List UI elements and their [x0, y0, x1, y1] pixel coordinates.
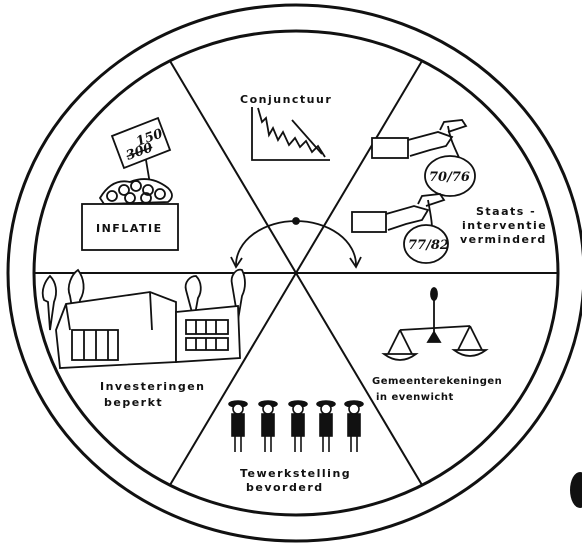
- outer-ring: [6, 3, 582, 543]
- inflation-price-sign: [81, 116, 179, 251]
- spoke-top-left: [169, 60, 297, 274]
- inflatie-label: INFLATIE: [96, 222, 163, 235]
- workers-row: [228, 400, 364, 452]
- balance-scale-icon: [381, 287, 489, 361]
- staatsinterventie-line1: Staats -: [476, 205, 536, 218]
- investeringen-line1: Investeringen: [100, 380, 206, 393]
- gemeenterekeningen-line2: in evenwicht: [376, 392, 454, 403]
- investeringen-line2: beperkt: [104, 396, 163, 409]
- hand-money-bag-bottom: [351, 193, 449, 264]
- conjunctuur-graph: [251, 107, 330, 161]
- conjunctuur-label: Conjunctuur: [240, 93, 332, 106]
- bag-label-bottom: 77/82: [408, 238, 449, 253]
- bag-label-top: 70/76: [429, 170, 470, 185]
- staatsinterventie-line2: interventie: [462, 219, 547, 232]
- spoke-bottom-right: [295, 272, 423, 486]
- spoke-bottom-left: [169, 272, 297, 486]
- gemeenterekeningen-line1: Gemeenterekeningen: [372, 376, 502, 387]
- tewerkstelling-line1: Tewerkstelling: [240, 467, 351, 480]
- staatsinterventie-line3: verminderd: [460, 233, 547, 246]
- hand-money-bag-top: [371, 119, 476, 197]
- spoke-top-right: [295, 60, 423, 274]
- edge-blob: [570, 472, 582, 508]
- tewerkstelling-line2: bevorderd: [246, 481, 324, 494]
- factory-buildings: [41, 268, 246, 369]
- cycle-arrows: [230, 217, 362, 269]
